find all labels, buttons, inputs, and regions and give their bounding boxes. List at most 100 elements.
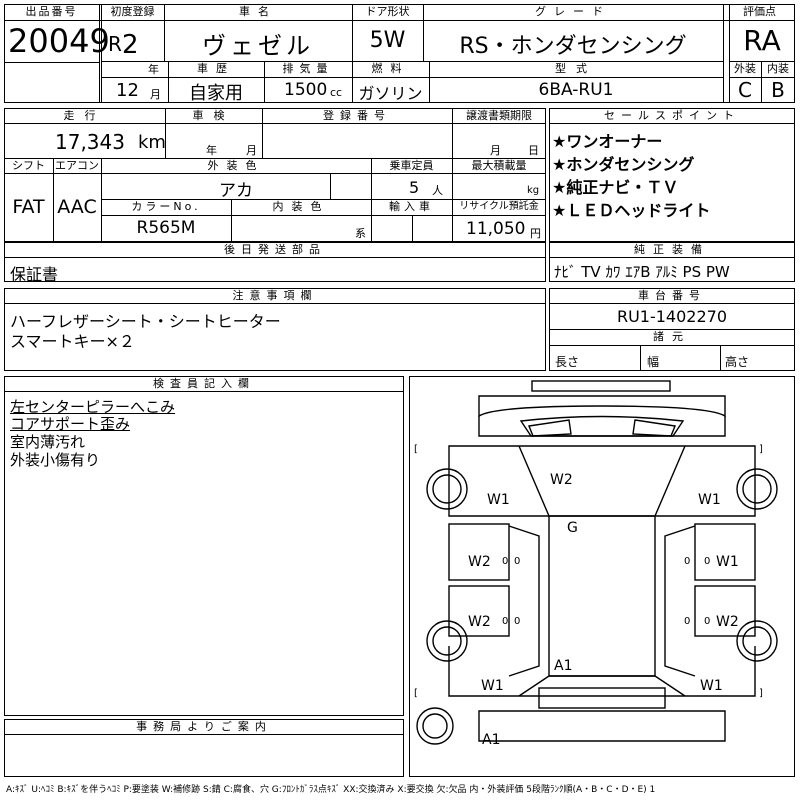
inspector-line: 外装小傷有り — [10, 451, 101, 469]
mark-door-rf: W1 — [716, 554, 739, 570]
mileage-label: 走行 — [63, 109, 106, 122]
displacement: 1500 — [284, 80, 328, 100]
genuine-equipment-label: 純正装備 — [634, 243, 710, 256]
inspection-year-unit: 年 — [206, 144, 217, 157]
car-name-label: 車名 — [239, 5, 277, 18]
year-unit: 年 — [148, 63, 159, 76]
mark-zero: 0 — [704, 616, 710, 627]
rear-window-outline — [518, 675, 686, 697]
kg-unit: kg — [527, 185, 540, 196]
mark-zero: 0 — [684, 556, 690, 567]
recycle-fee: 11,050 — [466, 219, 526, 239]
capacity: 5 — [409, 178, 420, 197]
hood-outline — [478, 416, 726, 437]
mark-zero: 0 — [704, 556, 710, 567]
registration-number-label: 登録番号 — [323, 109, 391, 122]
notes-line: ハーフレザーシート・シートヒーター — [10, 312, 281, 331]
rear-hatch — [538, 687, 666, 709]
door-lf — [448, 523, 510, 581]
mark-zero: 0 — [684, 616, 690, 627]
grade-label: グレード — [535, 5, 611, 18]
legend: A:ｷｽﾞ U:ﾍｺﾐ B:ｷｽﾞを伴うﾍｺﾐ P:要塗装 W:補修跡 S:錆 … — [6, 785, 656, 795]
transfer-deadline-label: 譲渡書類期限 — [466, 109, 532, 122]
wheel-rr — [736, 620, 778, 662]
mark-fender-rl: W1 — [481, 678, 504, 694]
sales-points-box — [549, 108, 795, 242]
inspector-line: コアサポート歪み — [10, 415, 131, 433]
registration-month: 12 — [116, 80, 139, 101]
grade: RS・ホンダセンシング — [459, 34, 687, 59]
transfer-month-unit: 月 — [490, 144, 501, 157]
mark-trunk: A1 — [554, 658, 572, 674]
fuel: ガソリン — [358, 84, 423, 103]
max-load-label: 最大積載量 — [471, 159, 527, 172]
door-rf — [694, 523, 756, 581]
capacity-label: 乗車定員 — [389, 159, 434, 172]
mark-fender-rr: W1 — [700, 678, 723, 694]
bracket-open: [ — [414, 688, 418, 699]
later-parts-label: 後日発送部品 — [224, 243, 326, 256]
mark-door-lf: W2 — [468, 554, 491, 570]
mark-fender-fl: W1 — [487, 492, 510, 508]
km-unit: km — [138, 132, 166, 153]
chassis-number-label: 車台番号 — [638, 289, 706, 302]
recycle-label: リサイクル預託金 — [459, 201, 539, 212]
mark-door-lr: W2 — [468, 614, 491, 630]
interior-grade: B — [771, 78, 785, 102]
model-code: 6BA-RU1 — [538, 80, 614, 100]
mark-hood: W2 — [550, 472, 573, 488]
genuine-equipment-box — [549, 242, 795, 282]
chassis-number: RU1-1402270 — [616, 307, 728, 326]
exterior-grade-label: 外装 — [734, 62, 756, 75]
dimensions-label: 諸元 — [653, 330, 691, 343]
inspector-label: 検査員記入欄 — [153, 377, 255, 390]
height-label: 高さ — [725, 355, 750, 369]
lot-number-label: 出品番号 — [25, 5, 78, 18]
era-label: R — [108, 32, 122, 56]
inspector-line: 室内薄汚れ — [10, 433, 86, 451]
grille-outline — [519, 415, 685, 437]
model-label: 型式 — [555, 62, 597, 75]
notes-label: 注意事項欄 — [232, 289, 318, 302]
exterior-grade: C — [738, 78, 752, 102]
sales-point-item: ★ホンダセンシング — [552, 155, 695, 174]
office-label: 事務局よりご案内 — [136, 720, 272, 733]
aircon-label: エアコン — [55, 159, 99, 172]
bracket-close: ] — [759, 688, 763, 699]
door-rr — [694, 585, 756, 637]
genuine-equipment-value: ﾅﾋﾞ TV ｶﾜ ｴｱB ｱﾙﾐ PS PW — [554, 263, 730, 281]
sales-point-item: ★純正ナビ・ＴＶ — [552, 178, 679, 197]
width-label: 幅 — [647, 355, 660, 369]
door-label: ドア形状 — [365, 5, 410, 18]
cc-unit: cc — [330, 86, 343, 99]
notes-box — [4, 288, 546, 371]
bracket-open: [ — [414, 444, 418, 455]
door-lr — [448, 585, 510, 637]
mark-fender-fr: W1 — [698, 492, 721, 508]
rear-bumper-outline — [478, 710, 726, 742]
notes-line: スマートキー×２ — [10, 332, 135, 351]
score-label: 評価点 — [743, 5, 776, 18]
inspection-label: 車検 — [192, 109, 235, 122]
era-year: 2 — [122, 30, 139, 60]
sales-points-label: セールスポイント — [604, 109, 740, 122]
wheel-fl — [426, 468, 468, 510]
inspection-month-unit: 月 — [246, 144, 257, 157]
bracket-close: ] — [759, 444, 763, 455]
mark-zero: 0 — [514, 616, 520, 627]
length-label: 長さ — [555, 355, 580, 369]
history: 自家用 — [189, 83, 243, 104]
mark-zero: 0 — [502, 556, 508, 567]
wheel-rl — [426, 620, 468, 662]
mark-door-rr: W2 — [716, 614, 739, 630]
wheel-fr — [736, 468, 778, 510]
capacity-unit: 人 — [432, 184, 443, 197]
sales-point-item: ★ワンオーナー — [552, 132, 663, 151]
interior-grade-label: 内装 — [767, 62, 789, 75]
mark-zero: 0 — [502, 616, 508, 627]
mark-spare: A1 — [482, 732, 500, 748]
spare-wheel — [416, 707, 454, 745]
history-label: 車歴 — [197, 62, 235, 75]
car-diagram-box — [409, 376, 795, 777]
shift: FAT — [12, 196, 45, 218]
